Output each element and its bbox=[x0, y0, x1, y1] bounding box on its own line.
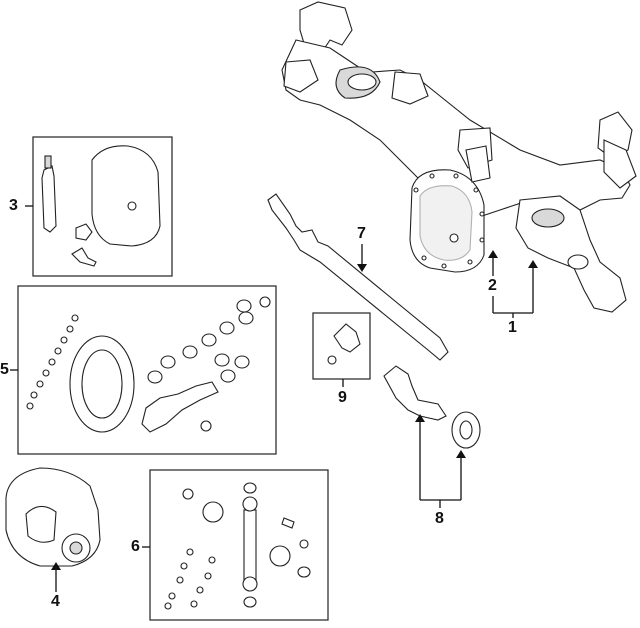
callout-1: 1 bbox=[508, 319, 517, 336]
cover-kit-group bbox=[32, 136, 173, 277]
u-joint-kit-group bbox=[312, 312, 371, 380]
callout-3: 3 bbox=[9, 197, 18, 214]
axle-shaft bbox=[267, 193, 449, 361]
callout-5: 5 bbox=[0, 361, 9, 378]
ring-pinion-kit-group bbox=[17, 285, 277, 455]
callout-leaders bbox=[10, 205, 538, 592]
stub-shaft-and-seal bbox=[383, 365, 481, 449]
callout-4: 4 bbox=[51, 593, 60, 610]
callout-2: 2 bbox=[488, 277, 497, 294]
spider-gear-kit-group bbox=[149, 469, 329, 621]
differential-carrier bbox=[5, 467, 101, 567]
callout-8: 8 bbox=[435, 510, 444, 527]
axle-housing-assembly bbox=[281, 1, 637, 313]
callout-9: 9 bbox=[338, 389, 347, 406]
callout-6: 6 bbox=[131, 538, 140, 555]
callout-7: 7 bbox=[357, 225, 366, 242]
